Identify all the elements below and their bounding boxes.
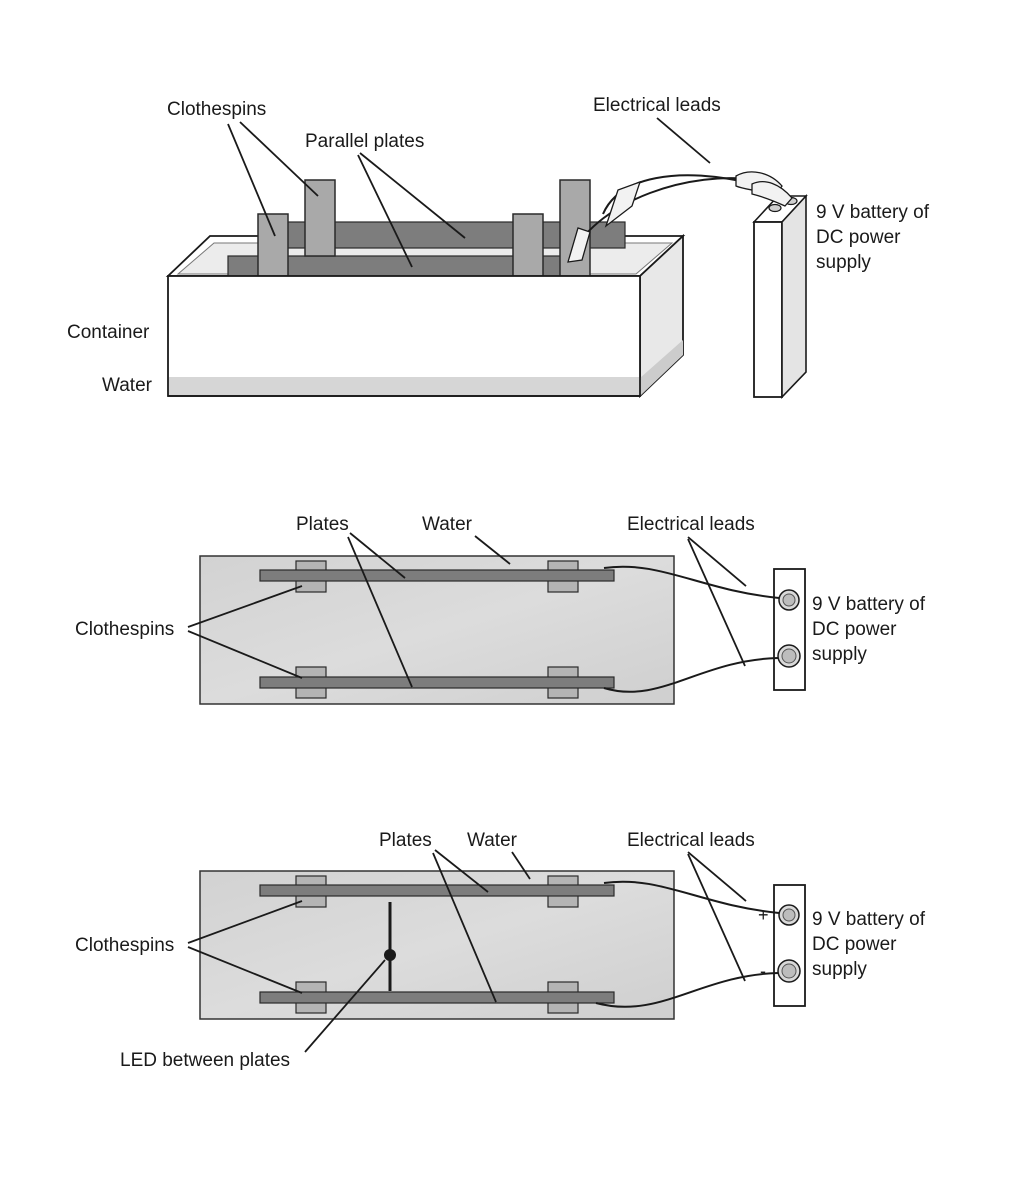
wire-2-bottom — [603, 657, 779, 693]
wire-3-bottom — [595, 972, 779, 1008]
label-battery-1-line1: 9 V battery of — [816, 202, 930, 223]
label-clothespins-1: Clothespins — [167, 99, 266, 120]
label-battery-2-line1: 9 V battery of — [812, 594, 926, 615]
wire-2-top — [603, 565, 780, 599]
plate-2-bottom — [259, 676, 615, 689]
label-parallel-plates: Parallel plates — [305, 131, 424, 152]
electrical-leads-3d — [567, 171, 793, 263]
plate-3-bottom — [259, 991, 615, 1004]
label-container: Container — [67, 322, 150, 343]
label-plates-2: Plates — [296, 514, 349, 535]
clothespin-back-left — [304, 179, 336, 257]
label-electrical-leads-2: Electrical leads — [627, 514, 755, 535]
label-electrical-leads-3: Electrical leads — [627, 830, 755, 851]
battery — [752, 193, 808, 399]
label-water-2: Water — [422, 514, 473, 535]
water-level — [169, 377, 639, 395]
label-plates-3: Plates — [379, 830, 432, 851]
plate-3-top — [259, 884, 615, 897]
top-view-diagram: Plates Water Electrical leads Clothespin… — [75, 514, 926, 705]
label-clothespins-2: Clothespins — [75, 619, 174, 640]
plate-2-top — [259, 569, 615, 582]
label-water-1: Water — [102, 375, 153, 396]
label-battery-3-line3: supply — [812, 959, 867, 980]
battery-2 — [773, 568, 806, 691]
wire-3-top — [603, 880, 780, 914]
top-view-led-diagram: + - Plates Water Electrical leads Clothe… — [75, 830, 926, 1071]
battery-terminal-1 — [768, 203, 782, 213]
label-battery-2-line2: DC power — [812, 619, 897, 640]
clothespin-front-left — [257, 213, 289, 277]
battery-3 — [773, 884, 806, 1007]
label-electrical-leads-1: Electrical leads — [593, 95, 721, 116]
label-battery-2-line3: supply — [812, 644, 867, 665]
label-battery-1-line2: DC power — [816, 227, 901, 248]
label-clothespins-3: Clothespins — [75, 935, 174, 956]
label-battery-1-line3: supply — [816, 252, 871, 273]
led — [384, 949, 396, 961]
clothespin-front-right — [512, 213, 544, 277]
container-front-face — [167, 275, 641, 397]
container-perspective-diagram: Clothespins Parallel plates Electrical l… — [67, 95, 930, 399]
label-led: LED between plates — [120, 1050, 290, 1071]
plus-sign: + — [758, 905, 769, 925]
label-water-3: Water — [467, 830, 518, 851]
label-battery-3-line2: DC power — [812, 934, 897, 955]
label-battery-3-line1: 9 V battery of — [812, 909, 926, 930]
minus-sign: - — [760, 961, 766, 981]
